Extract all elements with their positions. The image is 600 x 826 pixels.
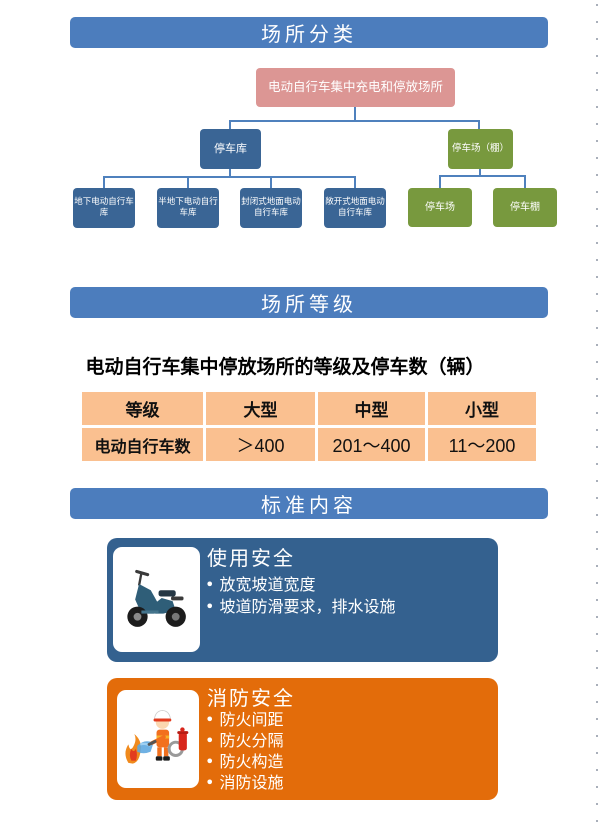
tree-connector bbox=[478, 120, 480, 129]
grade-table-row-label: 电动自行车数 bbox=[82, 425, 206, 461]
fire-card-icon-frame bbox=[117, 690, 199, 788]
fire-bullet: 防火间距 bbox=[205, 709, 283, 730]
grade-table-value-large: ＞400 bbox=[203, 425, 318, 461]
tree-connector bbox=[103, 176, 356, 178]
section-banner-classification: 场所分类 bbox=[70, 17, 548, 48]
tree-leaf-parking-shed: 停车棚 bbox=[493, 188, 557, 227]
tree-connector bbox=[524, 175, 526, 188]
fire-card-title: 消防安全 bbox=[207, 686, 295, 710]
grade-table-title: 电动自行车集中停放场所的等级及停车数（辆） bbox=[85, 357, 485, 378]
usage-bullet: 坡道防滑要求，排水设施 bbox=[205, 596, 395, 618]
tree-connector bbox=[229, 120, 480, 122]
tree-connector bbox=[229, 169, 231, 178]
tree-connector bbox=[439, 175, 441, 188]
grade-table-value-medium: 201～400 bbox=[315, 425, 428, 461]
fire-card-bullet-list: 防火间距 防火分隔 防火构造 消防设施 bbox=[205, 709, 283, 793]
grade-table-header-medium: 中型 bbox=[315, 392, 428, 428]
fire-bullet: 防火构造 bbox=[205, 751, 283, 772]
tree-node-parking-garage: 停车库 bbox=[200, 129, 261, 169]
fire-safety-card: 消防安全 防火间距 防火分隔 防火构造 消防设施 bbox=[107, 678, 498, 800]
tree-connector bbox=[354, 176, 356, 188]
tree-leaf-enclosed-ground-garage: 封闭式地面电动自行车库 bbox=[240, 188, 302, 228]
tree-leaf-semi-underground-garage: 半地下电动自行车库 bbox=[157, 188, 219, 228]
grade-table-header-row: 等级 大型 中型 小型 bbox=[82, 392, 536, 428]
tree-leaf-open-ground-garage: 敞开式地面电动自行车库 bbox=[324, 188, 386, 228]
section-banner-grade: 场所等级 bbox=[70, 287, 548, 318]
usage-bullet: 放宽坡道宽度 bbox=[205, 574, 395, 596]
grade-table: 等级 大型 中型 小型 电动自行车数 ＞400 201～400 11～200 bbox=[82, 392, 536, 461]
electric-scooter-icon bbox=[118, 552, 196, 648]
tree-connector bbox=[229, 120, 231, 129]
firefighter-icon bbox=[121, 693, 195, 785]
tree-leaf-underground-garage: 地下电动自行车库 bbox=[73, 188, 135, 228]
grade-table-header-large: 大型 bbox=[203, 392, 318, 428]
grade-table-data-row: 电动自行车数 ＞400 201～400 11～200 bbox=[82, 425, 536, 461]
grade-table-value-small: 11～200 bbox=[425, 425, 536, 461]
section-banner-standard: 标准内容 bbox=[70, 488, 548, 519]
tree-leaf-parking-lot: 停车场 bbox=[408, 188, 472, 227]
tree-connector bbox=[103, 176, 105, 188]
tree-connector bbox=[439, 175, 526, 177]
fire-bullet: 消防设施 bbox=[205, 772, 283, 793]
usage-safety-card: 使用安全 放宽坡道宽度 坡道防滑要求，排水设施 bbox=[107, 538, 498, 662]
tree-connector bbox=[479, 169, 481, 177]
tree-connector bbox=[187, 176, 189, 188]
usage-card-title: 使用安全 bbox=[207, 546, 295, 570]
usage-card-icon-frame bbox=[113, 547, 200, 652]
grade-table-header-level: 等级 bbox=[82, 392, 206, 428]
tree-node-parking-lot-shed: 停车场（棚） bbox=[448, 129, 513, 169]
fire-bullet: 防火分隔 bbox=[205, 730, 283, 751]
usage-card-bullet-list: 放宽坡道宽度 坡道防滑要求，排水设施 bbox=[205, 574, 395, 618]
tree-root-node: 电动自行车集中充电和停放场所 bbox=[256, 68, 455, 107]
tree-connector bbox=[354, 107, 356, 121]
tree-connector bbox=[270, 176, 272, 188]
grade-table-header-small: 小型 bbox=[425, 392, 536, 428]
page-edge-dotted-border bbox=[596, 4, 598, 824]
